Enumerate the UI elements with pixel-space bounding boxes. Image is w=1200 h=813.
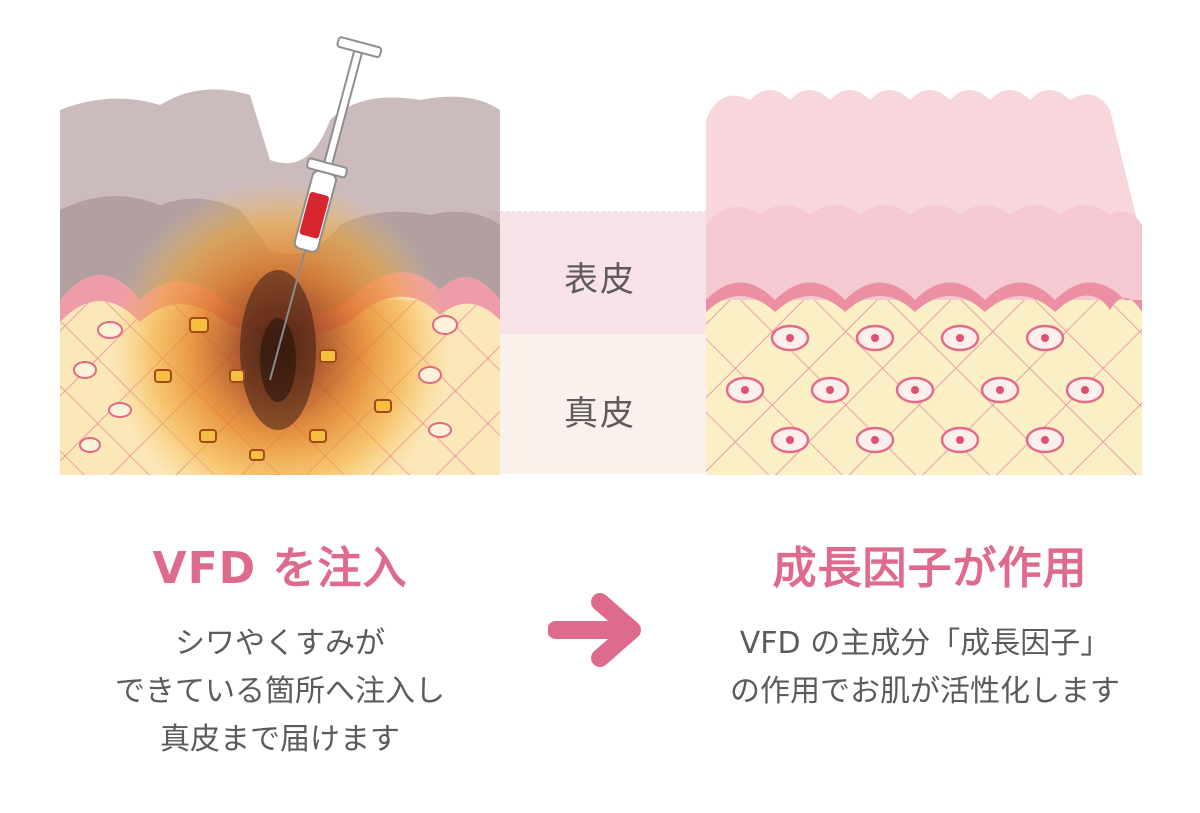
right-description-line: VFD の主成分「成長因子」 [739,626,1111,661]
right-description: VFD の主成分「成長因子」 の作用でお肌が活性化します [660,620,1190,716]
epidermis-label: 表皮 [564,260,636,300]
layer-bands [488,211,714,474]
right-description-line: の作用でお肌が活性化します [730,674,1120,709]
left-description-line: できている箇所へ注入し [115,674,445,709]
right-title: 成長因子が作用 [772,543,1088,594]
left-description-line: シワやくすみが [175,626,385,661]
right-skin-block [706,90,1142,475]
left-description: シワやくすみが できている箇所へ注入し 真皮まで届けます [40,620,520,764]
dermis-label: 真皮 [564,394,636,434]
arrow-right-icon [548,593,641,667]
left-skin-block [60,89,500,475]
left-description-line: 真皮まで届けます [160,722,400,757]
left-title: VFD を注入 [152,543,408,594]
skin-illustration [60,36,1142,475]
syringe-icon [269,36,383,381]
